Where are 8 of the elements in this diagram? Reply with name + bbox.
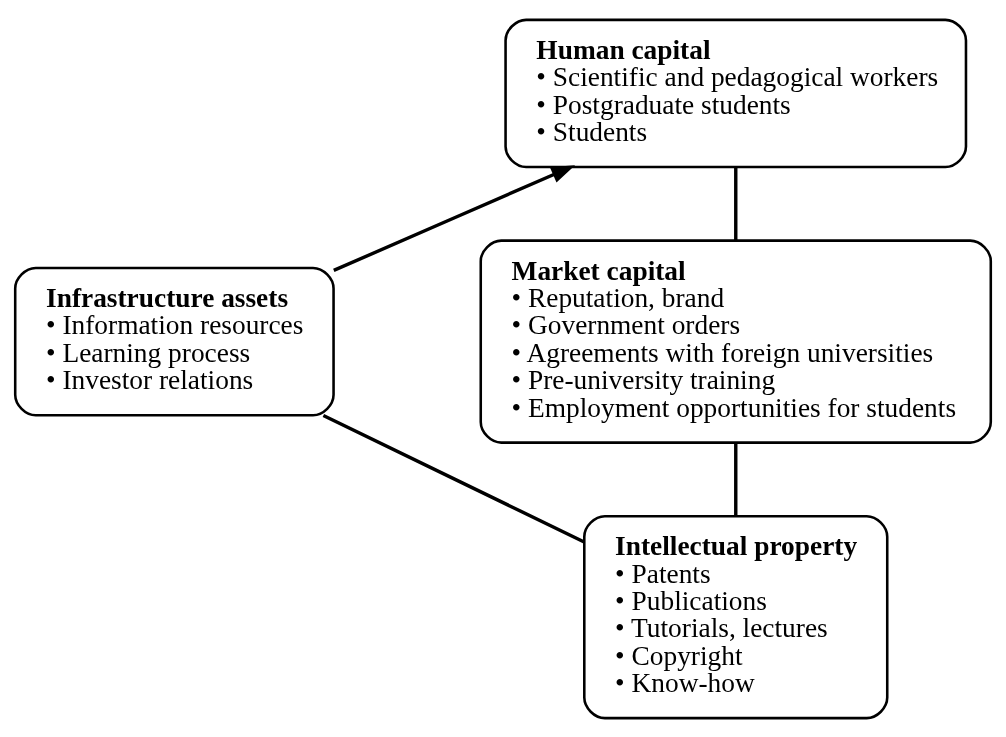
node-box: Market capital • Reputation, brand • Government orders • Agreements with foreign universities • Pre-university training • Employment opportunities for students: [479, 238, 993, 444]
connector: [734, 166, 738, 240]
connector: [322, 413, 585, 543]
node-box: Intellectual property • Patents • Publications • Tutorials, lectures • Copyright • Know-how: [583, 514, 889, 719]
connector: [734, 442, 738, 516]
node-box: Human capital • Scientific and pedagogical workers • Postgraduate students • Students: [504, 18, 968, 168]
node-box: Infrastructure assets • Information resources • Learning process • Investor relations: [13, 266, 335, 416]
arrow: [333, 164, 576, 272]
